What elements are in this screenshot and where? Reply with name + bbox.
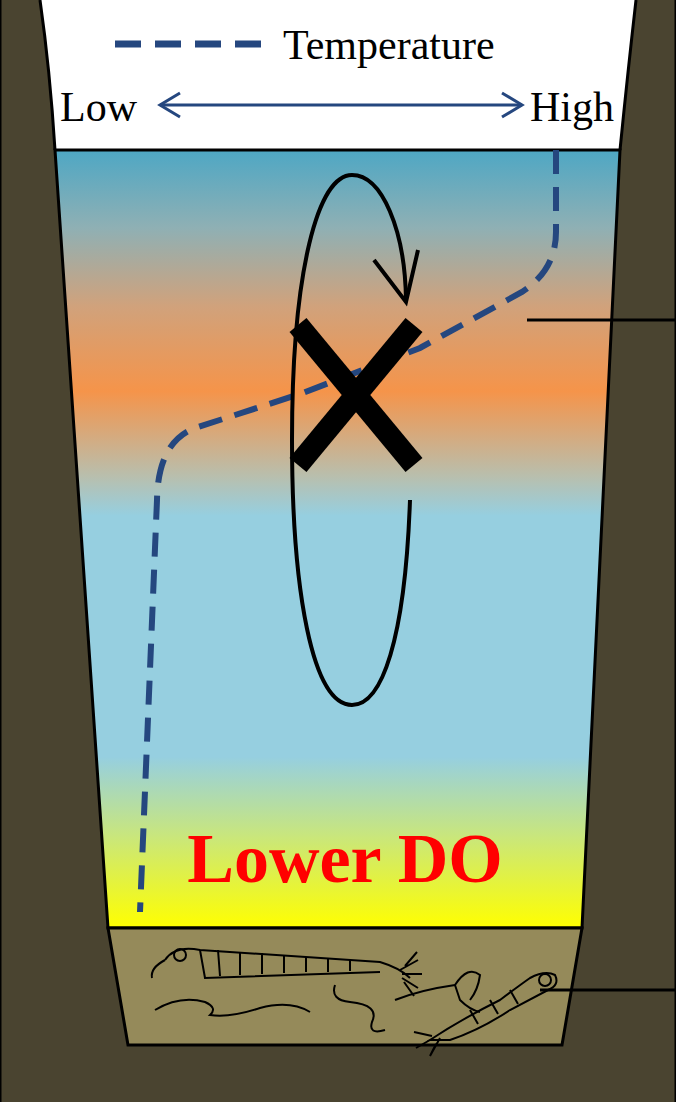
air-opening (40, 0, 636, 150)
leader-line (540, 989, 676, 992)
mixing-arrowhead (374, 250, 418, 302)
sediment (108, 928, 582, 1045)
legend-line (115, 41, 270, 48)
larvae (152, 949, 557, 1056)
zone-label: Lower DO (187, 824, 503, 894)
blocked-mark (298, 325, 414, 465)
scale-label: Low (60, 86, 137, 128)
temperature-profile (140, 150, 556, 912)
leader-line (527, 319, 676, 322)
scale-label: High (530, 86, 614, 128)
wall-edge (40, 0, 636, 150)
water-column (55, 150, 620, 928)
scale-arrow (160, 93, 522, 117)
legend-label: Temperature (283, 24, 495, 66)
